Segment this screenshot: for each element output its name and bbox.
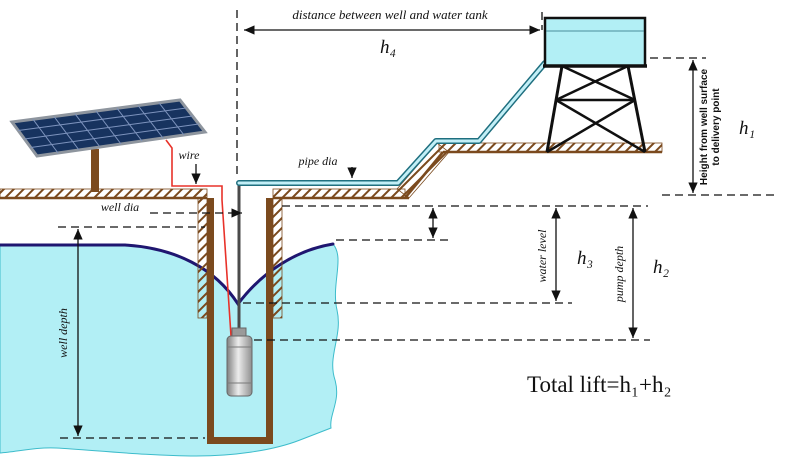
well-left-hatch (197, 197, 208, 319)
tower-brace-3 (555, 98, 646, 154)
well-left-wall (207, 198, 214, 440)
height-delivery-label-line1: Height from well surface (699, 68, 710, 185)
ground-left-hatch (0, 188, 208, 199)
power-wire (165, 139, 232, 337)
pump-depth-label: pump depth (612, 246, 626, 303)
ground (0, 142, 663, 200)
water-level-label: water level (535, 229, 549, 283)
distance-label: distance between well and water tank (292, 7, 488, 22)
tower-brace-2 (555, 64, 629, 102)
tower-right-leg (626, 65, 647, 153)
dimensions (58, 10, 776, 439)
labels: distance between well and water tank h₄ … (56, 7, 755, 397)
tower-brace-1 (561, 64, 636, 102)
groundwater-body (0, 243, 339, 457)
h2-label: h₂ (653, 257, 670, 278)
pipe-bore (237, 61, 547, 185)
tank-body (543, 16, 647, 68)
well (197, 197, 283, 444)
pipe-outline (236, 60, 548, 186)
well-right-wall (266, 198, 273, 440)
tower-left-leg (545, 65, 564, 153)
delivery-pipe (236, 60, 548, 186)
well-right-hatch (272, 197, 283, 319)
h3-label: h₃ (577, 248, 593, 269)
submersible-pump (226, 335, 253, 397)
well-depth-label: well depth (56, 308, 70, 358)
water-tank (543, 16, 647, 68)
wire-label: wire (179, 148, 201, 162)
well-bottom (207, 437, 273, 444)
aquifer (0, 242, 339, 457)
tower-brace-4 (546, 98, 636, 154)
height-delivery-label-line2: to delivery point (711, 88, 722, 166)
panel-grid (18, 102, 199, 154)
total-lift-formula: Total lift=h₁+h₂ (527, 372, 672, 397)
well-dia-label: well dia (101, 200, 139, 214)
pipe-dia-label: pipe dia (298, 154, 338, 168)
solar-panel (9, 98, 208, 192)
tower (545, 64, 647, 154)
h4-label: h₄ (380, 37, 396, 58)
ground-step-line (403, 151, 445, 199)
h1-label: h₁ (739, 118, 755, 139)
ground-mid-hatch (272, 188, 406, 199)
